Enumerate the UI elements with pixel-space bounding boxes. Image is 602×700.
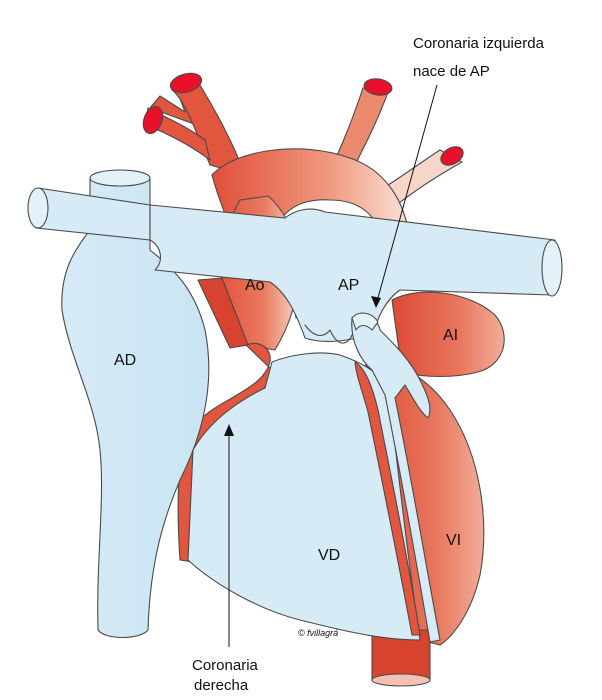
right-ventricle [187, 352, 421, 641]
label-ai: AI [443, 327, 458, 344]
pulmonary-artery-body [149, 204, 556, 342]
superior-vena-cava-opening [89, 169, 151, 187]
label-ad: AD [114, 352, 136, 369]
annotation-right-coronary-line2: derecha [194, 677, 249, 694]
label-ao: Ao [245, 277, 265, 294]
label-vd: VD [318, 547, 340, 564]
left-carotid-branch [334, 87, 389, 166]
right-coronary-arrowhead [224, 424, 234, 436]
pulmonary-left-end [27, 187, 49, 229]
annotation-right-coronary-line1: Coronaria [192, 657, 259, 674]
annotation-left-coronary-line1: Coronaria izquierda [413, 35, 545, 52]
left-atrium [391, 291, 505, 377]
right-subclavian-end [169, 72, 203, 94]
pulmonary-right-end [541, 239, 563, 297]
anterior-descending-red [354, 361, 421, 636]
credit: © fvillagrá [298, 628, 338, 638]
descending-aorta-lumen [371, 673, 431, 687]
label-vi: VI [446, 532, 461, 549]
left-coronary-arrowhead [371, 296, 381, 308]
right-carotid-end [142, 105, 164, 135]
left-coronary-artery [351, 315, 441, 643]
left-subclavian-end [440, 146, 464, 166]
left-carotid-end [363, 78, 393, 96]
label-ap: AP [338, 277, 359, 294]
right-atrium [61, 170, 210, 639]
annotation-left-coronary-line2: nace de AP [413, 63, 490, 80]
left-coronary-arrow-line [375, 84, 438, 306]
left-coronary-origin [351, 312, 379, 331]
pulmonary-valve-edge [304, 324, 353, 344]
